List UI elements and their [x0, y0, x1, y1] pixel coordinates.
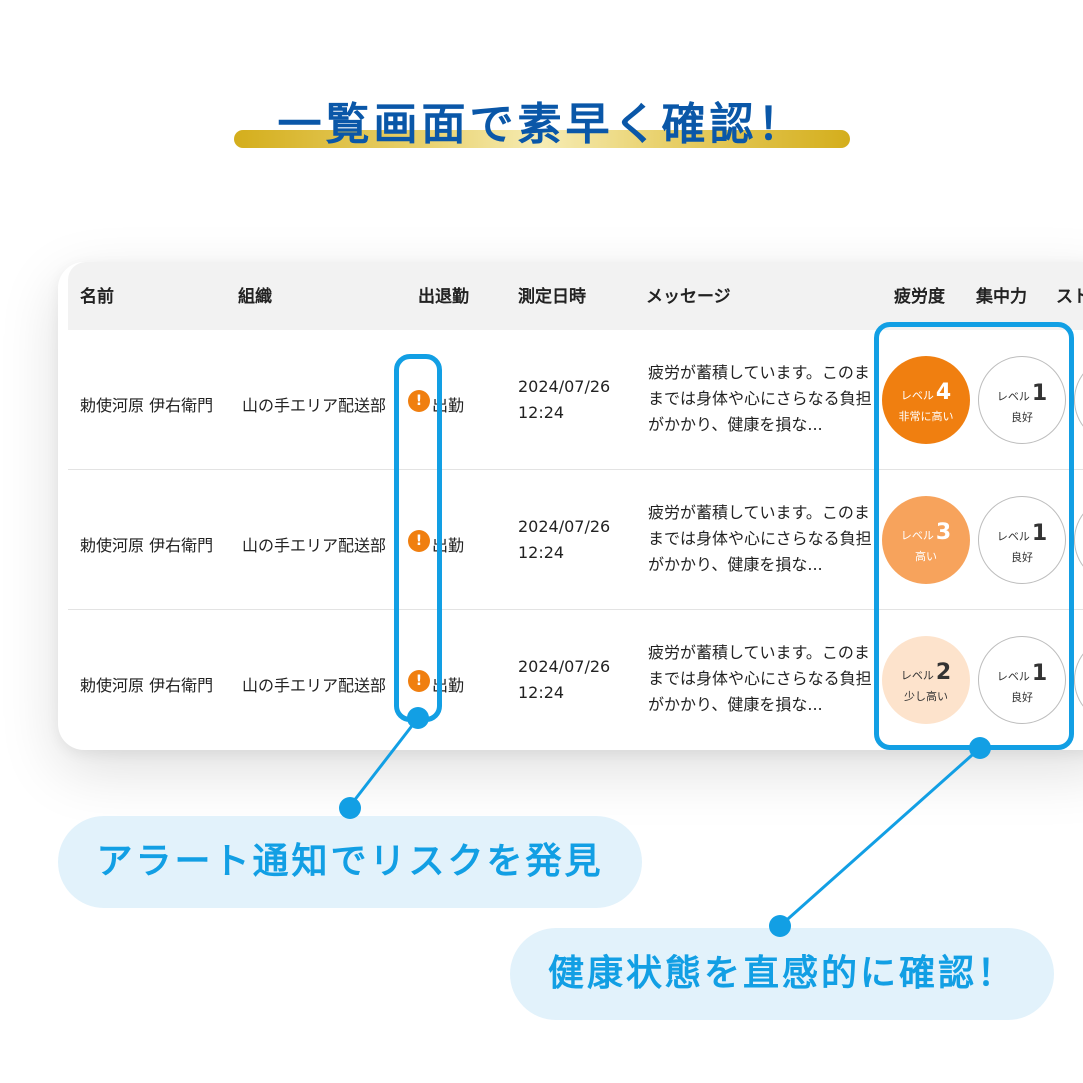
organization: 山の手エリア配送部: [242, 396, 387, 415]
fatigue-level-badge[interactable]: レベル4 非常に高い: [882, 356, 970, 444]
organization: 山の手エリア配送部: [242, 536, 387, 555]
employee-name: 勅使河原 伊右衛門: [80, 676, 214, 695]
column-header-datetime[interactable]: 測定日時: [518, 287, 586, 307]
fatigue-level-badge[interactable]: レベル2 少し高い: [882, 636, 970, 724]
level-label: 良好: [1011, 551, 1033, 564]
exclamation-circle-icon[interactable]: !: [408, 530, 430, 552]
level-prefix: レベル: [996, 390, 1030, 403]
alert-column-highlight: [394, 354, 442, 722]
level-number: 1: [1031, 661, 1048, 686]
level-prefix: レベル: [900, 389, 934, 402]
health-connector-dot-bottom: [769, 915, 791, 937]
table-row[interactable]: 勅使河原 伊右衛門 山の手エリア配送部 ! 出勤 2024/07/26 12:2…: [68, 610, 1083, 750]
table-row[interactable]: 勅使河原 伊右衛門 山の手エリア配送部 ! 出勤 2024/07/26 12:2…: [68, 470, 1083, 610]
exclamation-circle-icon[interactable]: !: [408, 670, 430, 692]
headline: 一覧画面で素早く確認！: [277, 99, 806, 150]
fatigue-level-badge[interactable]: レベル3 高い: [882, 496, 970, 584]
level-prefix: レベル: [996, 530, 1030, 543]
measured-date: 2024/07/26: [518, 517, 611, 536]
focus-level-badge[interactable]: レベル1 良好: [978, 496, 1066, 584]
level-label: 非常に高い: [898, 410, 954, 423]
level-number: 2: [935, 660, 952, 685]
level-prefix: レベル: [900, 669, 934, 682]
health-connector-line: [779, 746, 981, 928]
focus-level-badge[interactable]: レベル1 良好: [978, 636, 1066, 724]
measured-datetime: 2024/07/26 12:24: [518, 374, 610, 426]
measured-date: 2024/07/26: [518, 377, 611, 396]
row-divider: [68, 469, 1083, 470]
health-connector-dot-top: [969, 737, 991, 759]
organization: 山の手エリア配送部: [242, 676, 387, 695]
focus-level-badge[interactable]: レベル1 良好: [978, 356, 1066, 444]
measured-datetime: 2024/07/26 12:24: [518, 654, 610, 706]
level-label: 高い: [915, 550, 937, 563]
employee-table: 名前 組織 出退勤 測定日時 メッセージ 疲労度 集中力 スト 勅使河原 伊右衛…: [58, 262, 1083, 750]
alert-connector-dot-top: [407, 707, 429, 729]
alert-connector-line: [348, 717, 420, 807]
health-levels-highlight: [874, 322, 1074, 750]
message-text: 疲労が蓄積しています。このままでは身体や心にさらなる負担がかかり、健康を損な..…: [648, 643, 872, 714]
measured-time: 12:24: [518, 543, 565, 562]
level-number: 1: [1031, 521, 1048, 546]
employee-name: 勅使河原 伊右衛門: [80, 536, 214, 555]
headline-underline: [234, 130, 850, 148]
level-number: 4: [935, 380, 952, 405]
employee-name: 勅使河原 伊右衛門: [80, 396, 214, 415]
column-header-stress[interactable]: スト: [1056, 287, 1083, 307]
column-header-org[interactable]: 組織: [238, 287, 272, 307]
level-prefix: レベル: [900, 529, 934, 542]
alert-connector-dot-bottom: [339, 797, 361, 819]
alert-callout: アラート通知でリスクを発見: [58, 816, 642, 908]
column-header-attendance[interactable]: 出退勤: [418, 287, 469, 307]
table-header: 名前 組織 出退勤 測定日時 メッセージ 疲労度 集中力 スト: [68, 262, 1083, 330]
measured-date: 2024/07/26: [518, 657, 611, 676]
measured-time: 12:24: [518, 403, 565, 422]
level-number: 1: [1031, 381, 1048, 406]
column-header-message[interactable]: メッセージ: [646, 287, 731, 307]
level-label: 良好: [1011, 411, 1033, 424]
row-divider: [68, 609, 1083, 610]
message-text: 疲労が蓄積しています。このままでは身体や心にさらなる負担がかかり、健康を損な..…: [648, 363, 872, 434]
column-header-focus[interactable]: 集中力: [976, 287, 1027, 307]
measured-time: 12:24: [518, 683, 565, 702]
exclamation-circle-icon[interactable]: !: [408, 390, 430, 412]
column-header-name[interactable]: 名前: [80, 287, 114, 307]
message-text: 疲労が蓄積しています。このままでは身体や心にさらなる負担がかかり、健康を損な..…: [648, 503, 872, 574]
level-number: 3: [935, 520, 952, 545]
level-label: 少し高い: [904, 690, 948, 703]
level-label: 良好: [1011, 691, 1033, 704]
level-prefix: レベル: [996, 670, 1030, 683]
measured-datetime: 2024/07/26 12:24: [518, 514, 610, 566]
health-callout: 健康状態を直感的に確認！: [510, 928, 1054, 1020]
column-header-fatigue[interactable]: 疲労度: [894, 287, 945, 307]
table-row[interactable]: 勅使河原 伊右衛門 山の手エリア配送部 ! 出勤 2024/07/26 12:2…: [68, 330, 1083, 470]
